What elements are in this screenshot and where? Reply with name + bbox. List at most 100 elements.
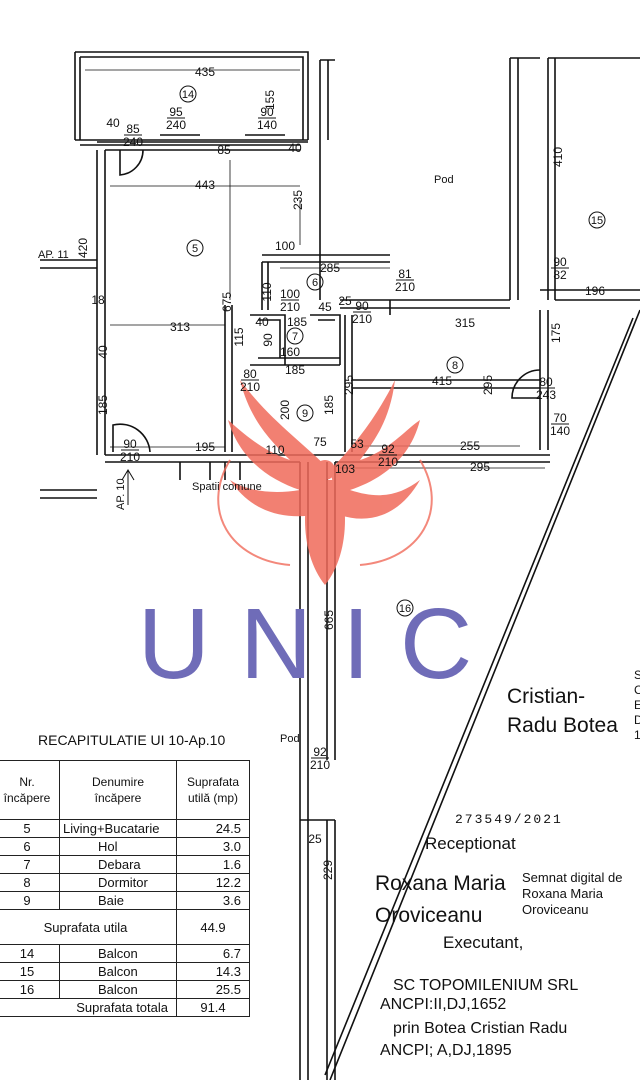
room-number-circle <box>396 599 414 617</box>
dimension-label: 675 <box>220 292 234 312</box>
dimension-label: 295 <box>342 375 356 395</box>
room-number: 7 <box>292 331 298 343</box>
cell-area: 25.5 <box>176 980 250 999</box>
cell-area: 12.2 <box>176 873 250 892</box>
cell-area: 1.6 <box>176 855 250 874</box>
room-number-circle <box>179 85 197 103</box>
cell-nr: 9 <box>0 891 60 910</box>
dimension-label: 103 <box>335 462 355 476</box>
signer2-line2: Oroviceanu <box>375 904 483 927</box>
cell-name: Balcon <box>59 980 177 999</box>
dimension-label: 200 <box>278 400 292 420</box>
cell-nr: 15 <box>0 962 60 981</box>
cell-nr: 6 <box>0 837 60 856</box>
room-number: 14 <box>182 89 194 101</box>
useful-row: Suprafata utila 44.9 <box>0 909 250 945</box>
room-number: 16 <box>399 603 411 615</box>
room-number: 9 <box>302 408 308 420</box>
cell-name: Baie <box>59 891 177 910</box>
registration-number: 273549/2021 <box>455 812 563 827</box>
room-number-circle <box>286 327 304 345</box>
cell-name: Hol <box>59 837 177 856</box>
dimension-label: 45 <box>318 300 332 314</box>
dimension-label: 443 <box>195 178 215 192</box>
room-number-circle <box>186 239 204 257</box>
walls <box>40 51 640 1080</box>
dimension-label: 185 <box>287 315 307 329</box>
cell-area: 3.6 <box>176 891 250 910</box>
dimension-label: 90 <box>261 333 275 347</box>
header-denumire: Denumire încăpere <box>59 760 177 820</box>
dimension-label: 18 <box>91 293 105 307</box>
digital-signature-line: E <box>634 698 640 712</box>
label-spatii-comune: Spatii comune <box>192 481 262 493</box>
dimension-label: 665 <box>322 610 336 630</box>
dimension-label: 110 <box>265 443 284 457</box>
cell-name: Dormitor <box>59 873 177 892</box>
dimension-label: 196 <box>585 284 605 298</box>
receptionat-label: Receptionat <box>425 834 516 853</box>
digital-signature-line: Semnat digital de <box>522 870 623 885</box>
company-name: SC TOPOMILENIUM SRL <box>393 977 579 994</box>
phoenix-logo <box>228 380 420 585</box>
room-number: 6 <box>312 277 318 289</box>
recap-table-section: RECAPITULATIE UI 10-Ap.10 Nr. încăpere D… <box>0 732 256 1017</box>
signer1-line2: Radu Botea <box>507 714 618 737</box>
room-number-circle <box>296 404 314 422</box>
label-ap10: AP. 10 <box>115 478 127 510</box>
dimension-label: 295 <box>481 375 495 395</box>
total-label: Suprafata totala <box>0 998 177 1017</box>
dimension-label: 185 <box>96 395 110 415</box>
digital-signature-line: Roxana Maria <box>522 886 603 901</box>
room-number: 5 <box>192 243 198 255</box>
cell-area: 3.0 <box>176 837 250 856</box>
dimension-label: 175 <box>549 323 563 343</box>
dimension-label: 195 <box>195 440 215 454</box>
dimension-lines <box>85 69 545 469</box>
cell-name: Balcon <box>59 944 177 963</box>
recap-table: Nr. încăpere Denumire încăpere Suprafata… <box>0 760 250 1017</box>
prin-label: prin Botea Cristian Radu <box>393 1020 568 1037</box>
dimension-label: 40 <box>288 141 302 155</box>
dimension-label: 295 <box>470 460 490 474</box>
dimension-label: 40 <box>96 345 110 359</box>
dimension-label: 185 <box>322 395 336 415</box>
dimension-label: 53 <box>350 437 364 451</box>
dimension-label: 229 <box>321 860 335 880</box>
room-number-circle <box>446 356 464 374</box>
signer2-line1: Roxana Maria <box>375 872 506 895</box>
dimension-label: 25 <box>338 294 352 308</box>
dimension-label: 110 <box>260 282 274 301</box>
dimension-label: 155 <box>263 90 277 110</box>
dimension-label: 315 <box>455 316 475 330</box>
cell-area: 14.3 <box>176 962 250 981</box>
header-nr: Nr. încăpere <box>0 760 60 820</box>
label-ap11: AP. 11 <box>38 249 69 261</box>
signer1-name: Cristian- Radu Botea <box>507 682 618 740</box>
cell-nr: 7 <box>0 855 60 874</box>
room-number-circle <box>588 211 606 229</box>
digital-signature-line: C <box>634 683 640 697</box>
signer2-name: Roxana Maria Oroviceanu <box>375 868 506 932</box>
room-number: 15 <box>591 215 603 227</box>
recap-title: RECAPITULATIE UI 10-Ap.10 <box>38 732 226 748</box>
dimension-label: 435 <box>195 65 215 79</box>
digital-signature-line: Oroviceanu <box>522 902 589 917</box>
cell-area: 24.5 <box>176 819 250 838</box>
useful-value: 44.9 <box>176 909 250 945</box>
